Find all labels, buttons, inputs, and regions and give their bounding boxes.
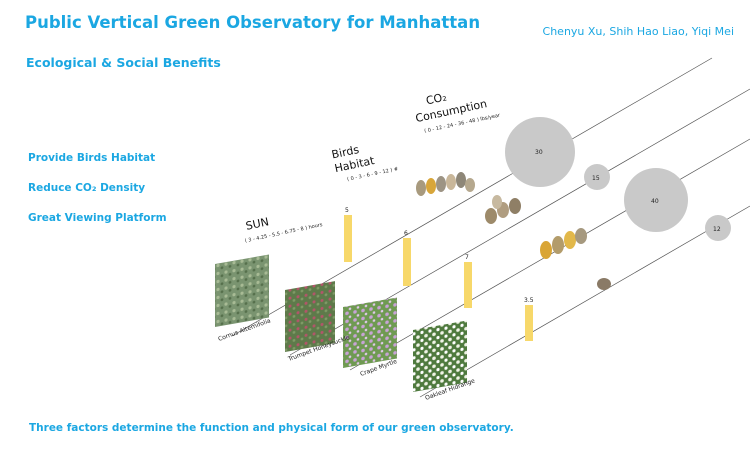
birds-group-oakleaf xyxy=(597,278,611,290)
authors: Chenyu Xu, Shih Hao Liao, Yiqi Mei xyxy=(542,25,734,38)
benefit-viewing-platform: Great Viewing Platform xyxy=(28,212,167,224)
sun-bar-crape xyxy=(464,262,472,308)
bird-illustration xyxy=(597,278,611,290)
co2-value-cornus: 30 xyxy=(535,149,543,156)
bird-illustration xyxy=(564,231,576,249)
benefit-birds-habitat: Provide Birds Habitat xyxy=(28,152,156,164)
bird-illustration xyxy=(509,198,521,214)
bird-illustration xyxy=(426,178,436,194)
plant-photo-oakleaf xyxy=(413,320,467,392)
co2-bubble-crape xyxy=(624,168,688,232)
footer-note: Three factors determine the function and… xyxy=(29,422,514,434)
birds-group-honeysuckle xyxy=(485,195,521,224)
co2-bubble-honeysuckle xyxy=(584,164,610,190)
sun-value-crape: 7 xyxy=(465,254,469,261)
sun-value-honeysuckle: 6 xyxy=(404,230,408,237)
sun-bar-honeysuckle xyxy=(403,238,411,286)
plant-photo-cornus xyxy=(215,254,269,327)
bird-illustration xyxy=(485,208,497,224)
bird-illustration xyxy=(465,178,475,192)
bird-illustration xyxy=(446,174,456,190)
benefit-co2-density: Reduce CO₂ Density xyxy=(28,182,146,194)
page-subtitle: Ecological & Social Benefits xyxy=(26,55,221,70)
bird-illustration xyxy=(552,236,564,254)
page-title: Public Vertical Green Observatory for Ma… xyxy=(25,13,481,32)
bird-illustration xyxy=(456,172,466,188)
bird-illustration xyxy=(416,180,426,196)
co2-bubble-cornus xyxy=(505,117,575,187)
bird-illustration xyxy=(575,228,587,244)
sun-value-oakleaf: 3.5 xyxy=(524,297,534,304)
bird-illustration xyxy=(540,241,552,259)
birds-group-crape xyxy=(540,228,587,259)
co2-value-honeysuckle: 15 xyxy=(592,175,600,182)
birds-header-line1: Birds xyxy=(330,143,360,162)
birds-group-cornus xyxy=(416,172,475,196)
bird-illustration xyxy=(492,195,502,209)
co2-header-line1: CO₂ xyxy=(425,90,448,107)
bird-illustration xyxy=(436,176,446,192)
sun-bar-cornus xyxy=(344,215,352,262)
sun-header: SUN xyxy=(245,215,270,233)
plant-photo-honeysuckle xyxy=(285,281,335,352)
plant-line-oakleaf xyxy=(419,205,750,398)
co2-value-oakleaf: 12 xyxy=(713,226,721,233)
sun-value-cornus: 5 xyxy=(345,207,349,214)
plant-photo-crape xyxy=(343,297,397,368)
sun-bar-oakleaf xyxy=(525,305,533,341)
co2-bubble-oakleaf xyxy=(705,215,731,241)
co2-value-crape: 40 xyxy=(651,198,659,205)
